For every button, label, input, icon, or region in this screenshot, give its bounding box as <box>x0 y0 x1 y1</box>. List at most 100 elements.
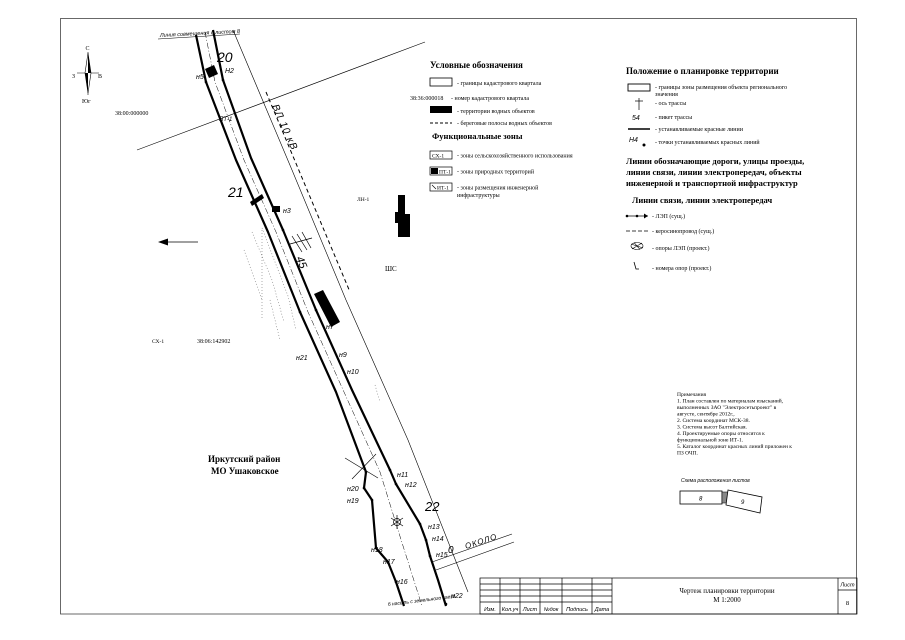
point-label: н7 <box>326 324 335 331</box>
legend-pole-number-icon <box>633 261 639 270</box>
title-block-header: Подпись <box>566 607 588 613</box>
route-corridor <box>194 29 448 607</box>
power-title: Линии связи, линии электропередач <box>632 195 772 205</box>
regulation-title: Положение о планировке территории <box>626 66 779 76</box>
sheet-number: 9 <box>741 500 745 506</box>
picket-label: 22 <box>424 499 440 514</box>
point-label: н19 <box>347 498 359 505</box>
structure-near-n3 <box>272 206 280 212</box>
regulation-item: - границы зоны размещения объекта регион… <box>655 84 787 91</box>
power-item: - керосинопровод (сущ.) <box>652 228 714 235</box>
structure-near-21 <box>250 194 264 206</box>
point-label: н11 <box>397 472 408 479</box>
municipality-name: МО Ушаковское <box>211 466 279 476</box>
regulation-item: - пикет трассы <box>655 115 692 121</box>
title-block-header: Изм. <box>484 607 496 613</box>
sheet-label: Лист <box>839 583 855 589</box>
pole-symbol-icon <box>390 515 404 529</box>
point-label: н10 <box>347 369 359 376</box>
cadastral-boundary: 38:00:000000 <box>115 41 426 151</box>
legend-zone-it-icon <box>429 182 453 192</box>
point-label: н17 <box>383 559 396 566</box>
district-name: Иркутский район <box>208 454 280 464</box>
notes-line: функциональной зоне ИТ-1. <box>677 437 744 444</box>
legend-water-icon <box>430 106 452 113</box>
legend-conventional-signs: Условные обозначения - границы кадастров… <box>410 60 573 199</box>
legend-pole-icon <box>630 242 644 250</box>
point-label: н18 <box>371 547 383 554</box>
regulation-item: значения <box>655 92 678 98</box>
legend-zone-sx-icon <box>429 150 453 160</box>
cadastral-number-main: 38:06:142902 <box>197 339 230 345</box>
sheet-join: Линия совмещения с листом 8 <box>157 29 241 40</box>
compass-east: В <box>98 74 102 80</box>
point-label: н3 <box>283 208 291 215</box>
hatched-area <box>289 231 313 253</box>
map-features <box>205 65 410 529</box>
notes-title: Примечания <box>677 392 707 398</box>
legend-axis-icon <box>635 98 643 110</box>
legend-zone-code: ИТ-1 <box>437 186 449 192</box>
sheet-join-label: Линия совмещения с листом 8 <box>159 29 241 39</box>
legend-item: - номер кадастрового квартала <box>451 96 529 102</box>
notes-line: выполненных ЗАО "Электросетьпроект" в <box>677 405 777 411</box>
drawing-frame <box>60 18 857 615</box>
zone-pt-label: ПТ-1 <box>219 117 232 123</box>
legend-zone-text: - зоны природных территорий <box>457 169 535 176</box>
direction-arrow-icon <box>158 238 198 246</box>
point-label: н20 <box>347 486 359 493</box>
compass: С З В Юг <box>72 46 102 105</box>
point-label: н16 <box>396 579 408 586</box>
red-line-points <box>204 78 448 606</box>
picket-label: 0 <box>448 545 454 556</box>
power-line-label: ВЛ 10 кВ <box>269 103 299 153</box>
regulation-item-code: Н4 <box>629 137 638 144</box>
point-label: н5 <box>196 74 204 81</box>
power-item: - номера опор (проект.) <box>652 265 711 272</box>
legend-power-line-icon <box>625 213 648 219</box>
legend-item: - границы кадастрового квартала <box>457 81 542 87</box>
bridge-structure <box>314 290 340 327</box>
sheet-scheme: Схема расположения листов 8 9 <box>679 478 763 514</box>
point-label: н12 <box>405 482 417 489</box>
notes-line: ПЗ ОЧП. <box>677 451 698 457</box>
sheet-box <box>725 489 763 514</box>
power-item: - ЛЭП (сущ.) <box>652 213 685 220</box>
sheet-scheme-title: Схема расположения листов <box>681 478 750 484</box>
notes-line: 1. План составлен по материалам изыскани… <box>677 398 784 405</box>
point-label: н9 <box>339 352 347 359</box>
legend-point-icon <box>642 143 646 147</box>
point-label: н22 <box>451 593 463 600</box>
terrain-hatching <box>243 227 381 403</box>
title-block-header: №док <box>544 607 559 613</box>
route-axis <box>204 31 423 607</box>
legend-zone-text: инфраструктуры <box>457 192 500 199</box>
point-label: н13 <box>428 524 440 531</box>
infrastructure-title: Линии обозначающие дороги, улицы проезды… <box>626 156 804 166</box>
drawing-title: Чертеж планировки территории <box>679 587 774 595</box>
structure-near-n2 <box>205 65 218 78</box>
legend-item-code: 38:36:000018 <box>410 96 443 102</box>
notes-line: 3. Система высот Балтийская. <box>677 424 748 431</box>
point-label: н14 <box>432 536 444 543</box>
regulation-item: - ось трассы <box>655 101 686 107</box>
title-block-header: Кол.уч <box>502 607 519 613</box>
notes-line: августе, сентябре 2012г., <box>677 411 735 418</box>
zone-sx-label: СХ-1 <box>152 339 164 345</box>
notes-line: 2. Система координат МСК-38. <box>677 418 751 424</box>
regulation-item-code: 54 <box>632 115 640 122</box>
legend-zone-text: - зоны размещения инженерной <box>457 185 539 192</box>
title-block: Изм. Кол.уч Лист №док Подпись Дата Черте… <box>479 577 858 615</box>
picket-label: 20 <box>216 49 233 65</box>
notes-line: 5. Каталог координат красных линий прило… <box>677 443 792 450</box>
road: ОКОЛО <box>431 532 515 571</box>
legend-quarter-boundary-icon <box>429 77 453 87</box>
point-label: Н2 <box>225 68 234 75</box>
compass-west: З <box>72 74 75 80</box>
picket-label: 21 <box>227 184 244 200</box>
legend-zone-code: СХ-1 <box>432 154 444 160</box>
infrastructure-title: инженерной и транспортной инфраструктур <box>626 178 798 188</box>
sheet-number: 8 <box>699 497 703 503</box>
zone-ln-label: ЛН-1 <box>357 197 370 203</box>
legend-item: - береговые полосы водных объектов <box>457 120 552 127</box>
